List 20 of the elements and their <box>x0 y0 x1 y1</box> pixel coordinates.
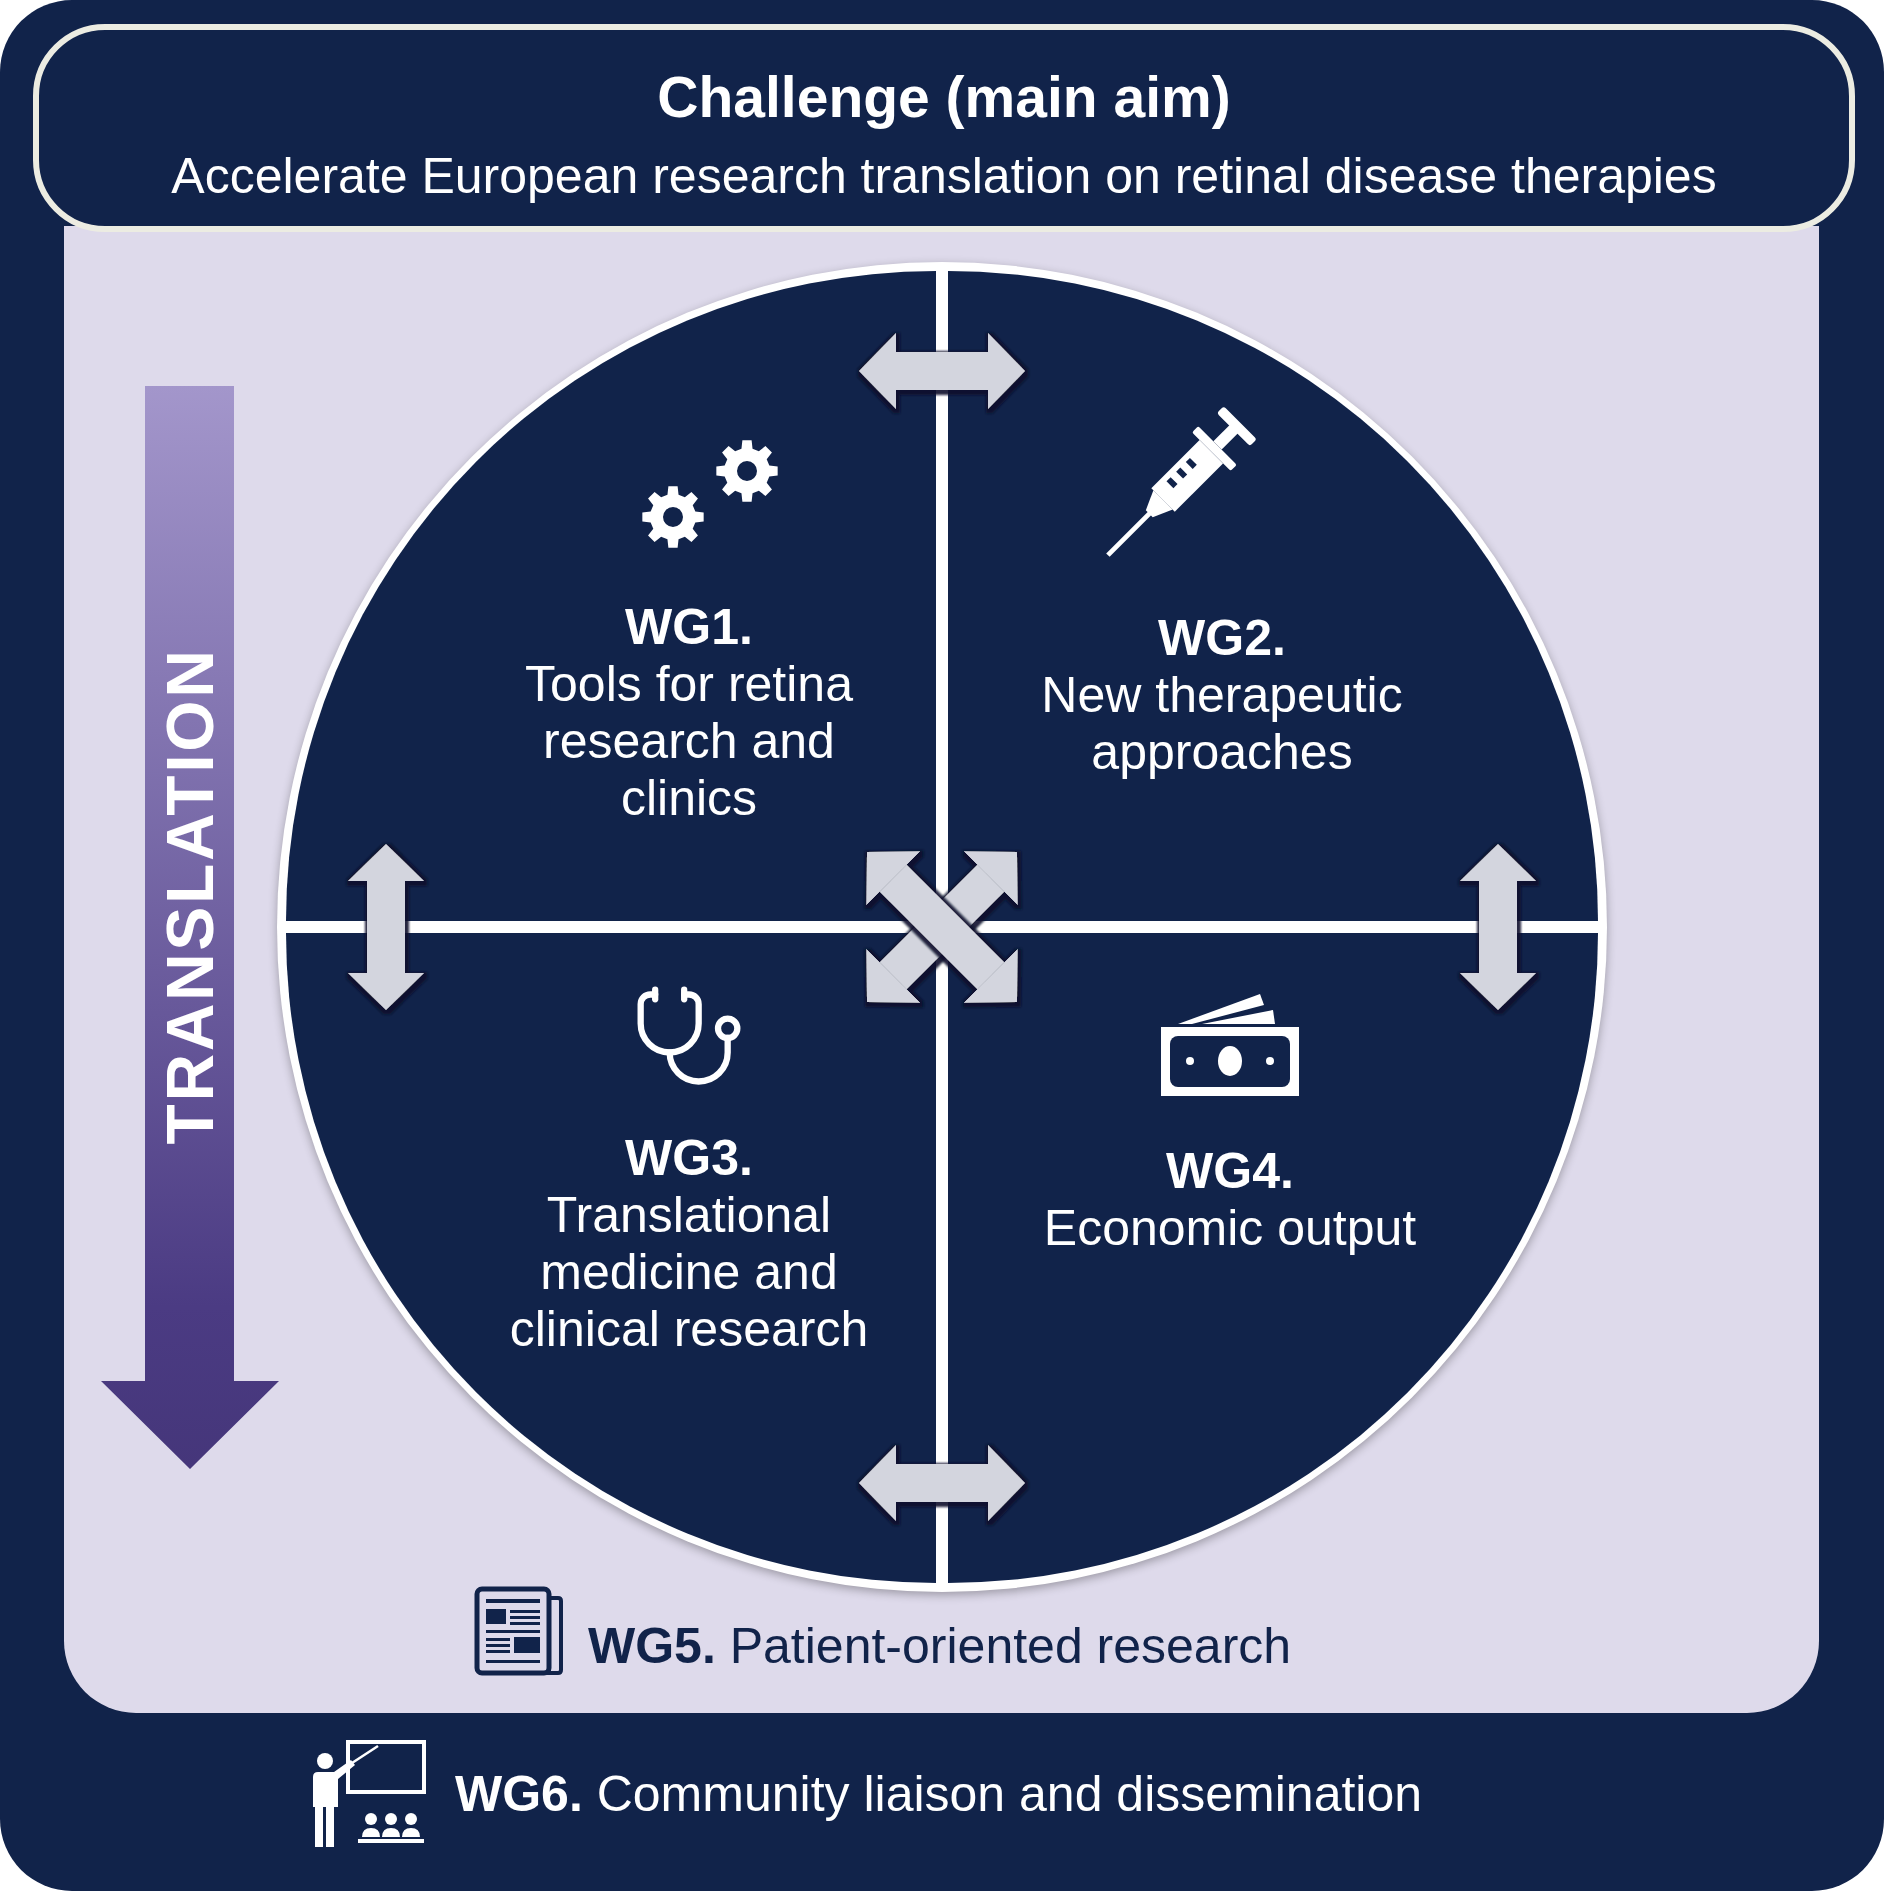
inner-panel <box>64 226 1819 1713</box>
translation-arrow <box>101 386 279 1469</box>
wg-heading: WG2. <box>1158 610 1286 667</box>
wg-description: New therapeutic approaches <box>1040 667 1404 781</box>
double-arrow <box>859 333 1025 409</box>
subtitle: Accelerate European research translation on retinal disease therapies <box>171 148 1717 204</box>
title: Challenge (main aim) <box>657 66 1231 128</box>
panel-label: WG5. Patient-oriented research <box>588 1617 1292 1675</box>
wg-description: Translational medicine and clinical research <box>508 1187 870 1358</box>
panel-label: WG6. Community liaison and dissemination <box>455 1765 1423 1823</box>
wg-heading: WG4. <box>1166 1143 1294 1200</box>
wg-description: Economic output <box>1043 1200 1417 1257</box>
vertical-label: TRANSLATION <box>155 647 225 1145</box>
wg-heading: WG1. <box>625 599 753 656</box>
double-arrow <box>859 1445 1025 1521</box>
header-box <box>33 24 1855 232</box>
double-arrow <box>348 844 424 1010</box>
double-arrow <box>1460 844 1536 1010</box>
wg-description: Tools for retina research and clinics <box>524 656 854 827</box>
wg-heading: WG3. <box>625 1130 753 1187</box>
